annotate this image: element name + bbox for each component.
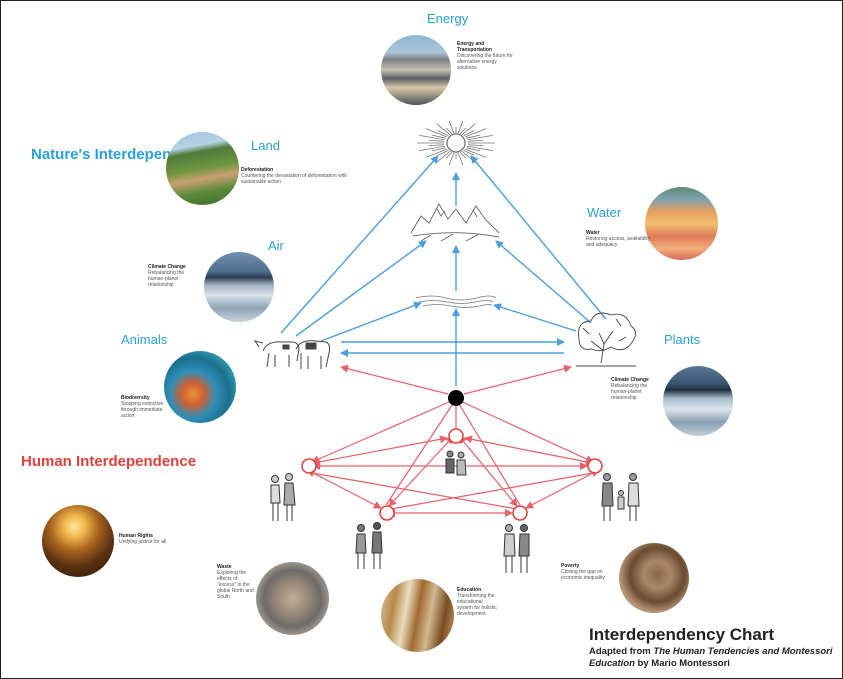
sun-ray: [425, 148, 447, 158]
sun-ray: [448, 120, 455, 134]
water-label: Water: [587, 205, 622, 220]
sun-ray: [467, 134, 493, 141]
sun-icon: [416, 120, 496, 166]
arrow-center-to-plants: [463, 364, 572, 395]
human-arrows: [306, 364, 600, 517]
sun-ray: [431, 147, 446, 152]
sun-ray: [419, 134, 445, 141]
animals-icon: [253, 340, 331, 369]
animals-label: Animals: [121, 332, 168, 347]
arrow-animals-to-water: [320, 301, 422, 342]
plants-label: Plants: [664, 332, 701, 347]
arrow-plants-to-water: [493, 303, 577, 332]
people-icon: [270, 450, 640, 573]
energy-label: Energy: [427, 11, 469, 26]
arrow-center-to-animals: [340, 364, 449, 395]
human-interdependence-heading: Human Interdependence: [21, 453, 197, 470]
sun-ray: [459, 151, 466, 159]
sun-ray: [465, 148, 487, 158]
chart-title: Interdependency Chart: [589, 625, 775, 644]
sun-ray: [457, 152, 464, 166]
nature-arrows: [280, 155, 607, 386]
node-center-top: [448, 428, 464, 444]
sun-ray: [431, 134, 446, 139]
sun-ray: [467, 139, 484, 142]
plants-photo: [663, 366, 733, 436]
sun-ray: [461, 151, 476, 163]
arrow-animals-to-sun: [280, 155, 439, 334]
poverty-photo: [619, 543, 689, 613]
node-bottom-left: [379, 505, 395, 521]
sun-ray: [466, 134, 481, 139]
energy-photo: [381, 35, 451, 105]
animals-photo: [164, 351, 236, 423]
center-dot: [448, 390, 464, 406]
sun-ray: [428, 139, 445, 142]
sun-ray: [446, 151, 453, 159]
sun-ray: [467, 145, 493, 152]
air-label: Air: [268, 238, 284, 253]
sun-ray: [436, 123, 451, 135]
land-photo: [166, 132, 239, 205]
waste-photo: [256, 562, 329, 635]
sun-ray: [437, 149, 449, 156]
sun-ray: [419, 145, 445, 152]
sun-ray: [437, 130, 449, 137]
sun-ray: [461, 123, 476, 135]
sun-ray: [425, 128, 447, 138]
sun-ray: [463, 149, 475, 156]
sun-ray: [448, 152, 455, 166]
air-photo: [204, 252, 274, 322]
sun-ray: [463, 130, 475, 137]
sun-ray: [465, 128, 487, 138]
nature-interdependence-heading: Nature's Interdependence: [31, 146, 215, 163]
node-bottom-right: [512, 505, 528, 521]
sun-ray: [446, 127, 453, 135]
arrow-plants-to-mountains: [495, 240, 592, 324]
sun-ray: [436, 151, 451, 163]
sun-ray: [428, 144, 445, 147]
waves-icon: [415, 295, 497, 308]
node-right: [587, 458, 603, 474]
water-photo: [645, 187, 718, 260]
tree-icon: [576, 312, 636, 367]
arrow-animals-to-mountains: [295, 240, 427, 337]
sun-ray: [459, 127, 466, 135]
sun-ray: [457, 120, 464, 134]
sun-ray: [467, 144, 484, 147]
sun-ray: [466, 147, 481, 152]
mountains-icon: [410, 203, 500, 242]
human-rights-photo: [42, 505, 114, 577]
node-left: [301, 458, 317, 474]
land-label: Land: [251, 138, 280, 153]
chart-subtitle: Adapted from The Human Tendencies and Mo…: [589, 646, 833, 669]
human-nodes: [301, 428, 603, 521]
education-photo: [381, 579, 454, 652]
arrow-plants-to-sun: [470, 155, 607, 320]
